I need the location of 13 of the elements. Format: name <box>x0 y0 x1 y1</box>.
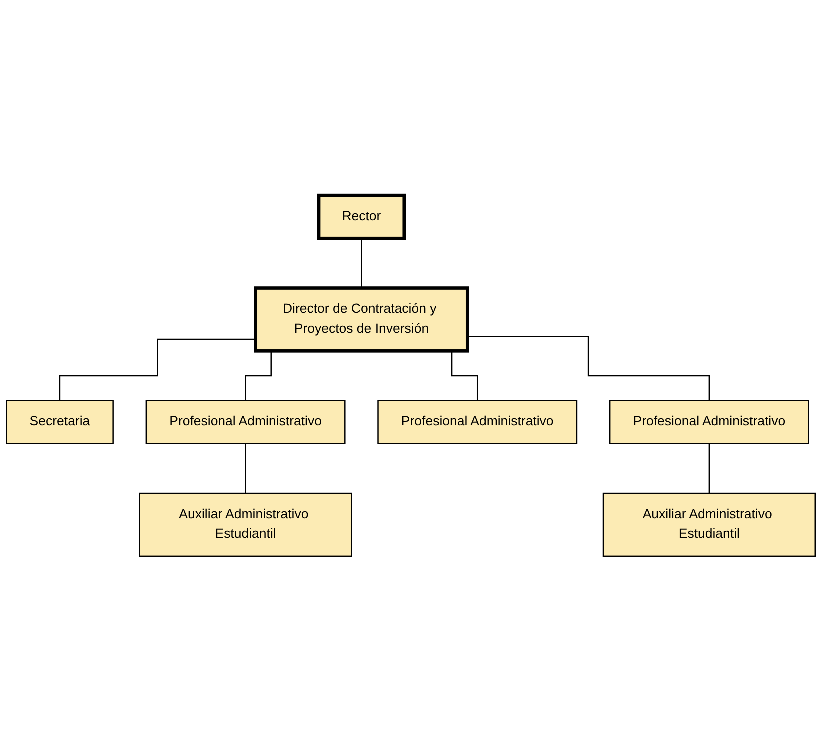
connector <box>468 336 710 402</box>
connector <box>708 443 710 494</box>
connector <box>361 238 362 289</box>
node-box: Profesional Administrativo <box>146 400 346 444</box>
node-box: Profesional Administrativo <box>609 400 810 444</box>
node-box: Profesional Administrativo <box>378 400 578 444</box>
node-box: Secretaria <box>6 400 114 444</box>
connector <box>245 443 246 494</box>
node-box: Rector <box>317 194 406 240</box>
node-box: Auxiliar Administrativo Estudiantil <box>602 492 816 558</box>
node-box: Auxiliar Administrativo Estudiantil <box>139 492 352 558</box>
node-box: Director de Contratación y Proyectos de Inversión <box>254 286 470 353</box>
connector <box>59 338 256 402</box>
